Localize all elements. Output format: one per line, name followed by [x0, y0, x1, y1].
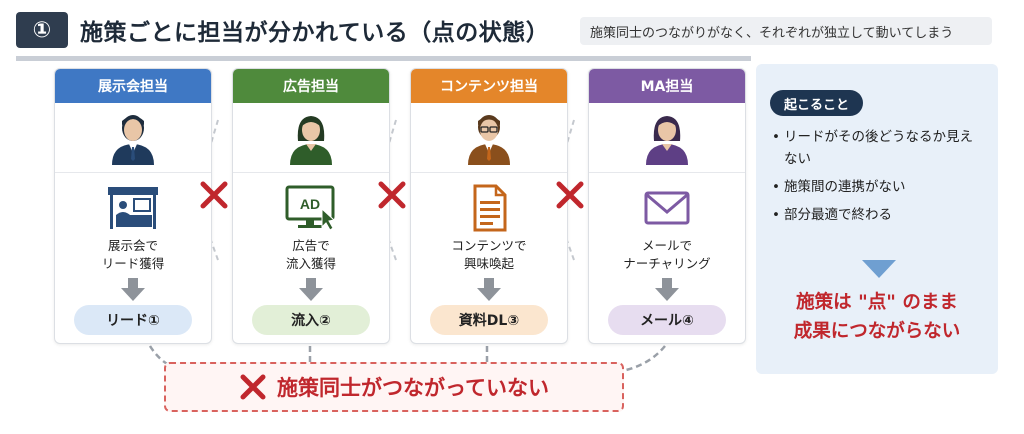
- header: ① 施策ごとに担当が分かれている（点の状態）: [16, 8, 751, 52]
- cross-icon: [240, 374, 266, 400]
- column-header: 広告担当: [233, 69, 389, 103]
- column-description: 広告で 流入獲得: [285, 238, 336, 271]
- person-icon: [55, 103, 211, 173]
- result-pill: リード①: [74, 305, 192, 335]
- disconnection-banner: 施策同士がつながっていない: [164, 362, 624, 412]
- list-item: 部分最適で終わる: [772, 204, 986, 226]
- ad-screen-icon: AD: [233, 179, 389, 237]
- column-description: メールで ナーチャリング: [623, 238, 711, 271]
- result-pill: 流入②: [252, 305, 370, 335]
- column-ads: 広告担当 AD 広告で 流入獲得 流入②: [232, 68, 390, 344]
- column-description: 展示会で リード獲得: [101, 238, 165, 271]
- column-ma: MA担当 メールで ナーチャリング メール④: [588, 68, 746, 344]
- column-header: MA担当: [589, 69, 745, 103]
- person-icon: [233, 103, 389, 173]
- down-arrow-icon: [411, 275, 567, 305]
- consequence-panel: 起こること リードがその後どうなるか見えない 施策間の連携がない 部分最適で終わ…: [756, 64, 998, 374]
- cross-icon: [200, 181, 228, 209]
- down-arrow-icon: [233, 275, 389, 305]
- svg-text:AD: AD: [300, 196, 320, 212]
- column-header: 展示会担当: [55, 69, 211, 103]
- down-triangle-icon: [862, 260, 896, 278]
- subtitle: 施策同士のつながりがなく、それぞれが独立して動いてしまう: [580, 17, 992, 45]
- result-pill: メール④: [608, 305, 726, 335]
- column-header: コンテンツ担当: [411, 69, 567, 103]
- column-description: コンテンツで 興味喚起: [451, 238, 527, 271]
- booth-icon: [55, 179, 211, 237]
- cross-icon: [378, 181, 406, 209]
- section-number-badge: ①: [16, 12, 68, 48]
- page-title: 施策ごとに担当が分かれている（点の状態）: [80, 20, 550, 46]
- cross-icon: [556, 181, 584, 209]
- panel-conclusion: 施策は "点" のまま 成果につながらない: [793, 292, 961, 342]
- list-item: 施策間の連携がない: [772, 176, 986, 198]
- person-icon: [411, 103, 567, 173]
- banner-text: 施策同士がつながっていない: [277, 376, 549, 400]
- list-item: リードがその後どうなるか見えない: [772, 126, 986, 170]
- down-arrow-icon: [589, 275, 745, 305]
- column-exhibition: 展示会担当 展示会で リード獲得 リード①: [54, 68, 212, 344]
- panel-badge: 起こること: [770, 90, 864, 116]
- down-arrow-icon: [55, 275, 211, 305]
- person-icon: [589, 103, 745, 173]
- document-icon: [411, 179, 567, 237]
- mail-icon: [589, 179, 745, 237]
- result-pill: 資料DL③: [430, 305, 548, 335]
- header-divider: [16, 56, 751, 61]
- column-content: コンテンツ担当 コンテンツで 興味喚起 資料DL③: [410, 68, 568, 344]
- consequence-list: リードがその後どうなるか見えない 施策間の連携がない 部分最適で終わる: [772, 126, 986, 232]
